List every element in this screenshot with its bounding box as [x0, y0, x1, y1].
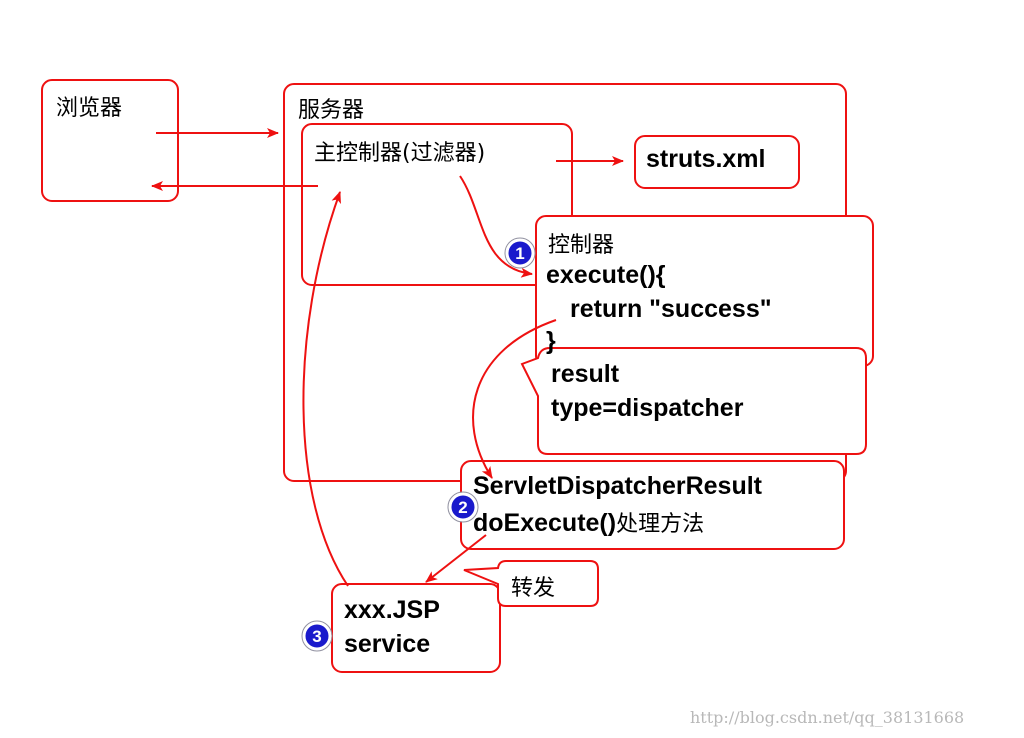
step-badge-3-label: 3 [312, 627, 321, 646]
step-badge-1: 1 [504, 237, 536, 269]
struts-xml-label: struts.xml [646, 145, 766, 173]
arrow-jsp-to-main [302, 191, 349, 587]
controller-close-brace: } [546, 327, 556, 355]
forward-callout [463, 560, 599, 607]
struts-xml-box [634, 135, 800, 189]
browser-label: 浏览器 [56, 96, 123, 121]
controller-title: 控制器 [548, 233, 615, 258]
dispatcher-result-title: ServletDispatcherResult [473, 472, 763, 500]
main-controller-box [301, 123, 573, 286]
step-badge-2: 2 [447, 491, 479, 523]
main-controller-label: 主控制器(过滤器) [314, 141, 486, 166]
result-line-2: type=dispatcher [551, 394, 744, 422]
server-label: 服务器 [298, 98, 365, 123]
jsp-title: xxx.JSP [344, 596, 440, 624]
dispatcher-result-method: doExecute()处理方法 [473, 506, 704, 538]
result-callout [520, 347, 867, 455]
jsp-service: service [344, 630, 431, 658]
arrow-main-to-controller [459, 175, 533, 278]
watermark: http://blog.csdn.net/qq_38131668 [690, 708, 965, 727]
step-badge-2-label: 2 [458, 498, 467, 517]
dispatcher-method-code: doExecute() [473, 509, 617, 537]
dispatcher-method-text: 处理方法 [616, 512, 705, 537]
arrow-return-to-dispatcher [472, 319, 557, 479]
result-line-1: result [551, 360, 620, 388]
browser-box [41, 79, 179, 202]
controller-execute-line: execute(){ [546, 261, 666, 289]
forward-label: 转发 [511, 576, 556, 601]
jsp-box [331, 583, 501, 673]
arrow-dispatcher-to-jsp [425, 534, 487, 583]
step-badge-1-label: 1 [515, 244, 524, 263]
controller-return-line: return "success" [570, 295, 772, 323]
step-badge-3: 3 [301, 620, 333, 652]
